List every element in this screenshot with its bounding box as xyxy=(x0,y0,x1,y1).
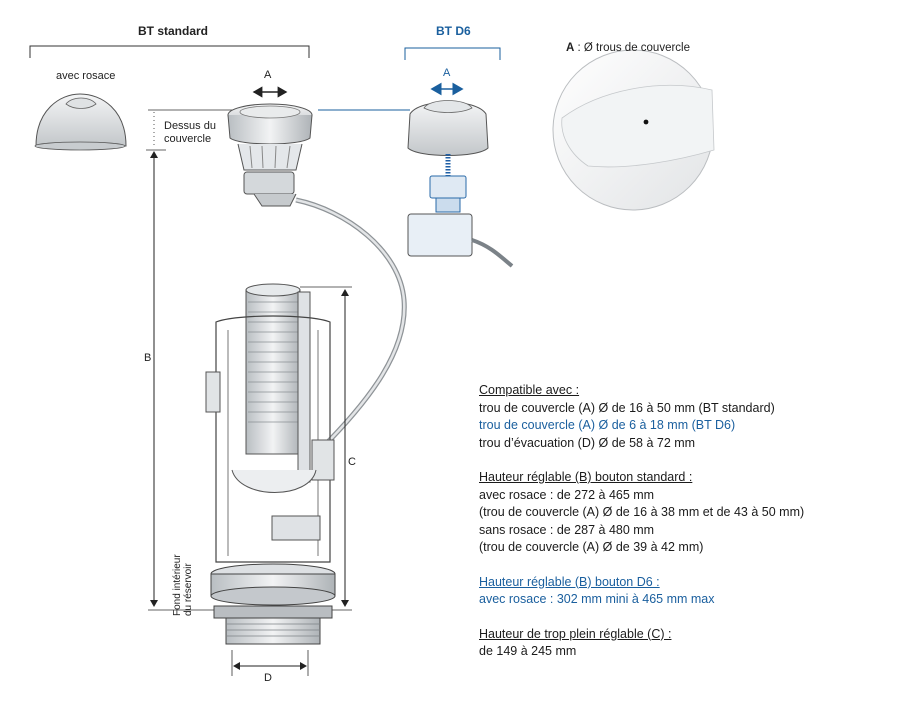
rosace-button xyxy=(34,93,127,151)
standard-title: Hauteur réglable (B) bouton standard : xyxy=(479,470,693,484)
compat-line-3: trou d’évacuation (D) Ø de 58 à 72 mm xyxy=(479,435,696,450)
spec-panel: Compatible avec : trou de couvercle (A) … xyxy=(479,382,804,661)
standard-line-3: sans rosace : de 287 à 480 mm xyxy=(479,522,655,537)
d6-line-1: avec rosace : 302 mm mini à 465 mm max xyxy=(479,592,715,606)
bt-d6-bracket xyxy=(404,47,501,60)
overflow-line-1: de 149 à 245 mm xyxy=(479,644,577,658)
compat-title: Compatible avec : xyxy=(479,383,580,397)
bt-standard-bracket xyxy=(29,45,310,58)
fond-line-2: du réservoir xyxy=(183,563,194,616)
dim-a-left-label: A xyxy=(264,69,272,81)
lid-hole-caption: A : Ø trous de couvercle xyxy=(566,42,690,54)
standard-push-button xyxy=(227,103,313,207)
couvercle-label: couvercle xyxy=(164,133,212,145)
standard-line-1: avec rosace : de 272 à 465 mm xyxy=(479,487,655,502)
compat-line-1: trou de couvercle (A) Ø de 16 à 50 mm (B… xyxy=(479,400,775,415)
dim-c-label: C xyxy=(348,456,356,468)
d6-title: Hauteur réglable (B) bouton D6 : xyxy=(479,574,660,589)
cable xyxy=(295,197,407,452)
d6-push-button xyxy=(407,100,514,268)
compat-line-2: trou de couvercle (A) Ø de 6 à 18 mm (BT… xyxy=(479,418,736,432)
dessus-du-label: Dessus du xyxy=(164,120,216,132)
fond-line-1: Fond intérieur xyxy=(172,554,183,616)
bt-standard-label: BT standard xyxy=(138,24,209,38)
fond-label: Fond intérieur du réservoir xyxy=(172,554,194,616)
avec-rosace-label: avec rosace xyxy=(56,70,116,82)
flush-valve xyxy=(205,283,336,645)
lid-hole-text: : Ø trous de couvercle xyxy=(574,42,691,54)
bt-d6-label: BT D6 xyxy=(436,24,471,38)
standard-line-4: (trou de couvercle (A) Ø de 39 à 42 mm) xyxy=(479,540,704,554)
dim-a-right-label: A xyxy=(443,67,451,79)
lid-closeup xyxy=(552,49,715,211)
lid-hole-key: A xyxy=(566,42,575,54)
dim-d-label: D xyxy=(264,672,272,684)
overflow-title: Hauteur de trop plein réglable (C) : xyxy=(479,626,672,641)
dim-b-label: B xyxy=(144,352,152,364)
standard-line-2: (trou de couvercle (A) Ø de 16 à 38 mm e… xyxy=(479,505,805,519)
